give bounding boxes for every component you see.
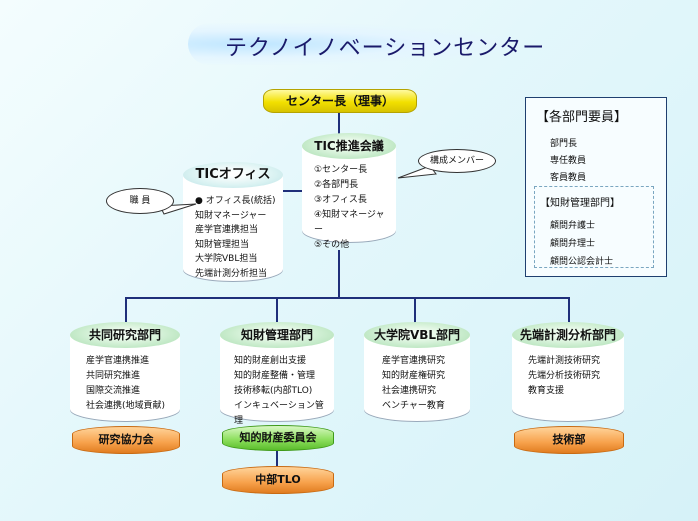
callout-members-label: 構成メンバー (429, 156, 484, 166)
tic-office-body (183, 174, 283, 282)
list-item: 知的財産権研究 (382, 371, 446, 381)
connector-dept2 (276, 297, 278, 324)
promotion-meeting-items: ①センター長 ②各部門長 ③オフィス長 ④知財マネージャー ⑤その他 (314, 163, 390, 253)
list-item: 知的財産整備・管理 (234, 371, 316, 381)
dept-vbl-cylinder: 大学院VBL部門 産学官連携研究 知的財産権研究 社会連携研究 ベンチャー教育 (364, 322, 470, 422)
dept-body (364, 334, 470, 422)
ip-staffing-heading: 【知財管理部門】 (540, 198, 620, 209)
ip-staffing-item: 顧問弁理士 (550, 239, 596, 249)
staffing-box: 【各部門要員】 部門長 専任教員 客員教員 【知財管理部門】 顧問弁護士 顧問弁… (525, 97, 667, 277)
list-item: インキュベーション管理 (234, 401, 324, 426)
list-item: 先端分析技術研究 (528, 371, 601, 381)
dept-body (70, 334, 180, 422)
connector-director-vertical (338, 111, 340, 135)
dept-title: 知財管理部門 (220, 322, 334, 348)
title-decoration (188, 23, 518, 65)
list-item: 共同研究推進 (86, 371, 141, 381)
dept-items: 産学官連携研究 知的財産権研究 社会連携研究 ベンチャー教育 (382, 354, 464, 414)
ip-committee-pill: 知的財産委員会 (222, 425, 334, 451)
list-item: 先端計測技術研究 (528, 356, 601, 366)
list-item: 産学官連携担当 (195, 225, 259, 235)
dept-title: 先端計測分析部門 (512, 322, 624, 348)
list-item: 産学官連携研究 (382, 356, 446, 366)
connector-dept4 (568, 297, 570, 324)
list-item: 国際交流推進 (86, 386, 141, 396)
callout-staff: 職 員 (106, 188, 174, 214)
callout-staff-label: 職 員 (129, 196, 151, 206)
list-item: ③オフィス長 (314, 195, 367, 205)
list-item: 知財マネージャー (195, 210, 267, 221)
director-box: センター長（理事） (263, 89, 417, 113)
promotion-meeting-body (302, 145, 396, 243)
staffing-heading: 【各部門要員】 (536, 110, 628, 125)
dept-body (220, 334, 334, 422)
staffing-item: 客員教員 (550, 173, 587, 183)
staffing-item: 部門長 (550, 139, 578, 149)
list-item: 知的財産創出支援 (234, 356, 307, 366)
promotion-meeting-title: TIC推進会議 (302, 133, 396, 159)
research-cooperation-pill: 研究協力会 (72, 426, 180, 454)
list-item: ①センター長 (314, 165, 368, 175)
tic-office-items: ● オフィス長(統括) 知財マネージャー 産学官連携担当 知財管理担当 大学院V… (195, 194, 277, 281)
list-item: ②各部門長 (314, 180, 359, 190)
ip-staffing-box (534, 186, 654, 268)
connector-dept1 (125, 297, 127, 324)
dept-joint-research-cylinder: 共同研究部門 産学官連携推進 共同研究推進 国際交流推進 社会連携(地域貢献) (70, 322, 180, 422)
tic-office-title: TICオフィス (183, 162, 283, 188)
list-item: ベンチャー教育 (382, 401, 445, 411)
tic-office-cylinder: TICオフィス ● オフィス長(統括) 知財マネージャー 産学官連携担当 知財管… (183, 162, 283, 282)
list-item: ④知財マネージャー (314, 210, 385, 235)
list-item: 社会連携研究 (382, 386, 437, 396)
connector-dept2-tlo (276, 440, 278, 470)
dept-items: 先端計測技術研究 先端分析技術研究 教育支援 (528, 354, 618, 399)
connector-main-vertical (338, 250, 340, 298)
list-item: 産学官連携推進 (86, 356, 150, 366)
dept-body (512, 334, 624, 422)
list-item: 知財管理担当 (195, 239, 250, 250)
callout-members: 構成メンバー (418, 149, 496, 173)
list-item: ⑤その他 (314, 240, 350, 250)
list-item: 技術移転(内部TLO) (234, 386, 313, 396)
technical-department-pill: 技術部 (514, 426, 624, 454)
staffing-item: 専任教員 (550, 156, 587, 166)
connector-dept3 (414, 297, 416, 324)
ip-staffing-item: 顧問弁護士 (550, 221, 596, 231)
list-item: 大学院VBL担当 (195, 254, 258, 264)
dept-title: 大学院VBL部門 (364, 322, 470, 348)
page-title: テクノイノベーションセンター (225, 36, 546, 61)
list-item: ● オフィス長(統括) (195, 196, 276, 206)
list-item: 教育支援 (528, 386, 565, 396)
connector-office-promo (282, 190, 304, 192)
connector-horizontal (125, 297, 569, 299)
dept-advanced-analysis-cylinder: 先端計測分析部門 先端計測技術研究 先端分析技術研究 教育支援 (512, 322, 624, 422)
dept-title: 共同研究部門 (70, 322, 180, 348)
promotion-meeting-cylinder: TIC推進会議 ①センター長 ②各部門長 ③オフィス長 ④知財マネージャー ⑤そ… (302, 133, 396, 250)
chubu-tlo-pill: 中部TLO (222, 466, 334, 494)
dept-ip-management-cylinder: 知財管理部門 知的財産創出支援 知的財産整備・管理 技術移転(内部TLO) イン… (220, 322, 334, 426)
list-item: 社会連携(地域貢献) (86, 401, 166, 411)
ip-staffing-item: 顧問公認会計士 (550, 257, 614, 267)
dept-items: 知的財産創出支援 知的財産整備・管理 技術移転(内部TLO) インキュベーション… (234, 354, 328, 429)
dept-items: 産学官連携推進 共同研究推進 国際交流推進 社会連携(地域貢献) (86, 354, 174, 414)
list-item: 先端計測分析担当 (195, 268, 268, 279)
